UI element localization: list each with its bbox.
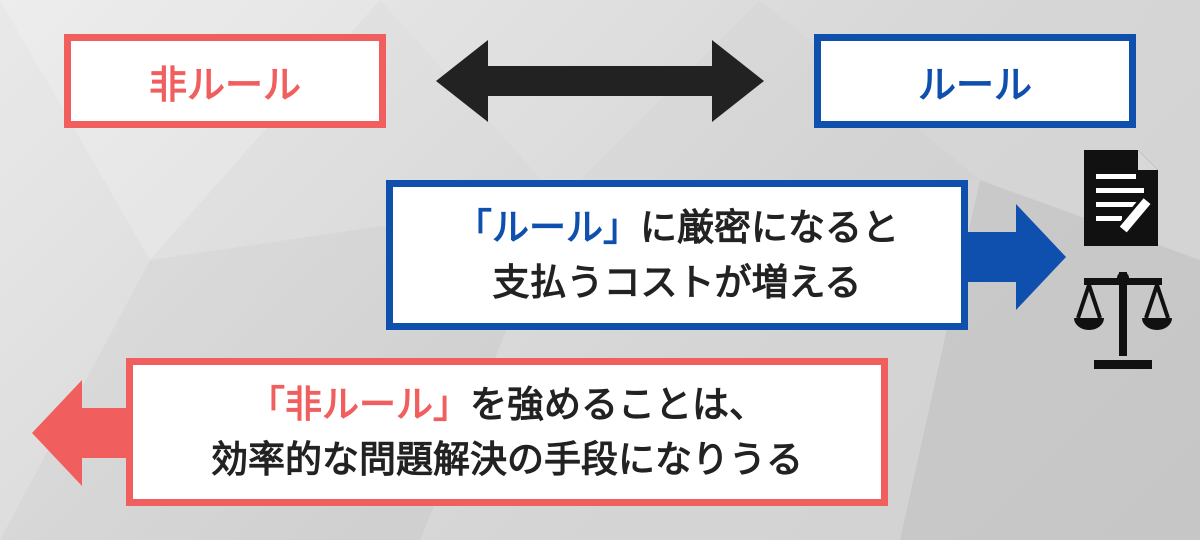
left-arrow-icon <box>32 380 132 486</box>
double-headed-arrow-icon <box>436 40 764 122</box>
non-rule-text: を強めることは、 <box>470 382 766 426</box>
non-rule-highlight: 非ルール <box>285 382 433 426</box>
non-rule-label: 非ルール <box>148 62 301 107</box>
quote-close: 」 <box>433 382 470 426</box>
scales-of-justice-icon <box>1074 272 1172 369</box>
strict-rule-text: に厳密になると <box>640 205 899 249</box>
strict-rule-box: 「ルール」に厳密になると 支払うコストが増える <box>386 180 968 330</box>
rule-highlight: ルール <box>492 205 603 249</box>
right-arrow-icon <box>966 204 1066 310</box>
non-rule-line1: 「非ルール」を強めることは、 <box>248 377 766 433</box>
strict-rule-line1: 「ルール」に厳密になると <box>455 200 899 256</box>
rule-label: ルール <box>917 62 1032 107</box>
quote-open: 「 <box>248 382 285 426</box>
rule-box: ルール <box>814 34 1136 128</box>
quote-open: 「 <box>455 205 492 249</box>
document-pen-icon <box>1084 150 1158 246</box>
non-rule-line2: 効率的な問題解決の手段になりうる <box>211 438 803 481</box>
quote-close: 」 <box>603 205 640 249</box>
non-rule-box: 非ルール <box>64 34 386 128</box>
non-rule-strengthen-box: 「非ルール」を強めることは、 効率的な問題解決の手段になりうる <box>126 358 888 506</box>
strict-rule-line2: 支払うコストが増える <box>492 261 862 304</box>
